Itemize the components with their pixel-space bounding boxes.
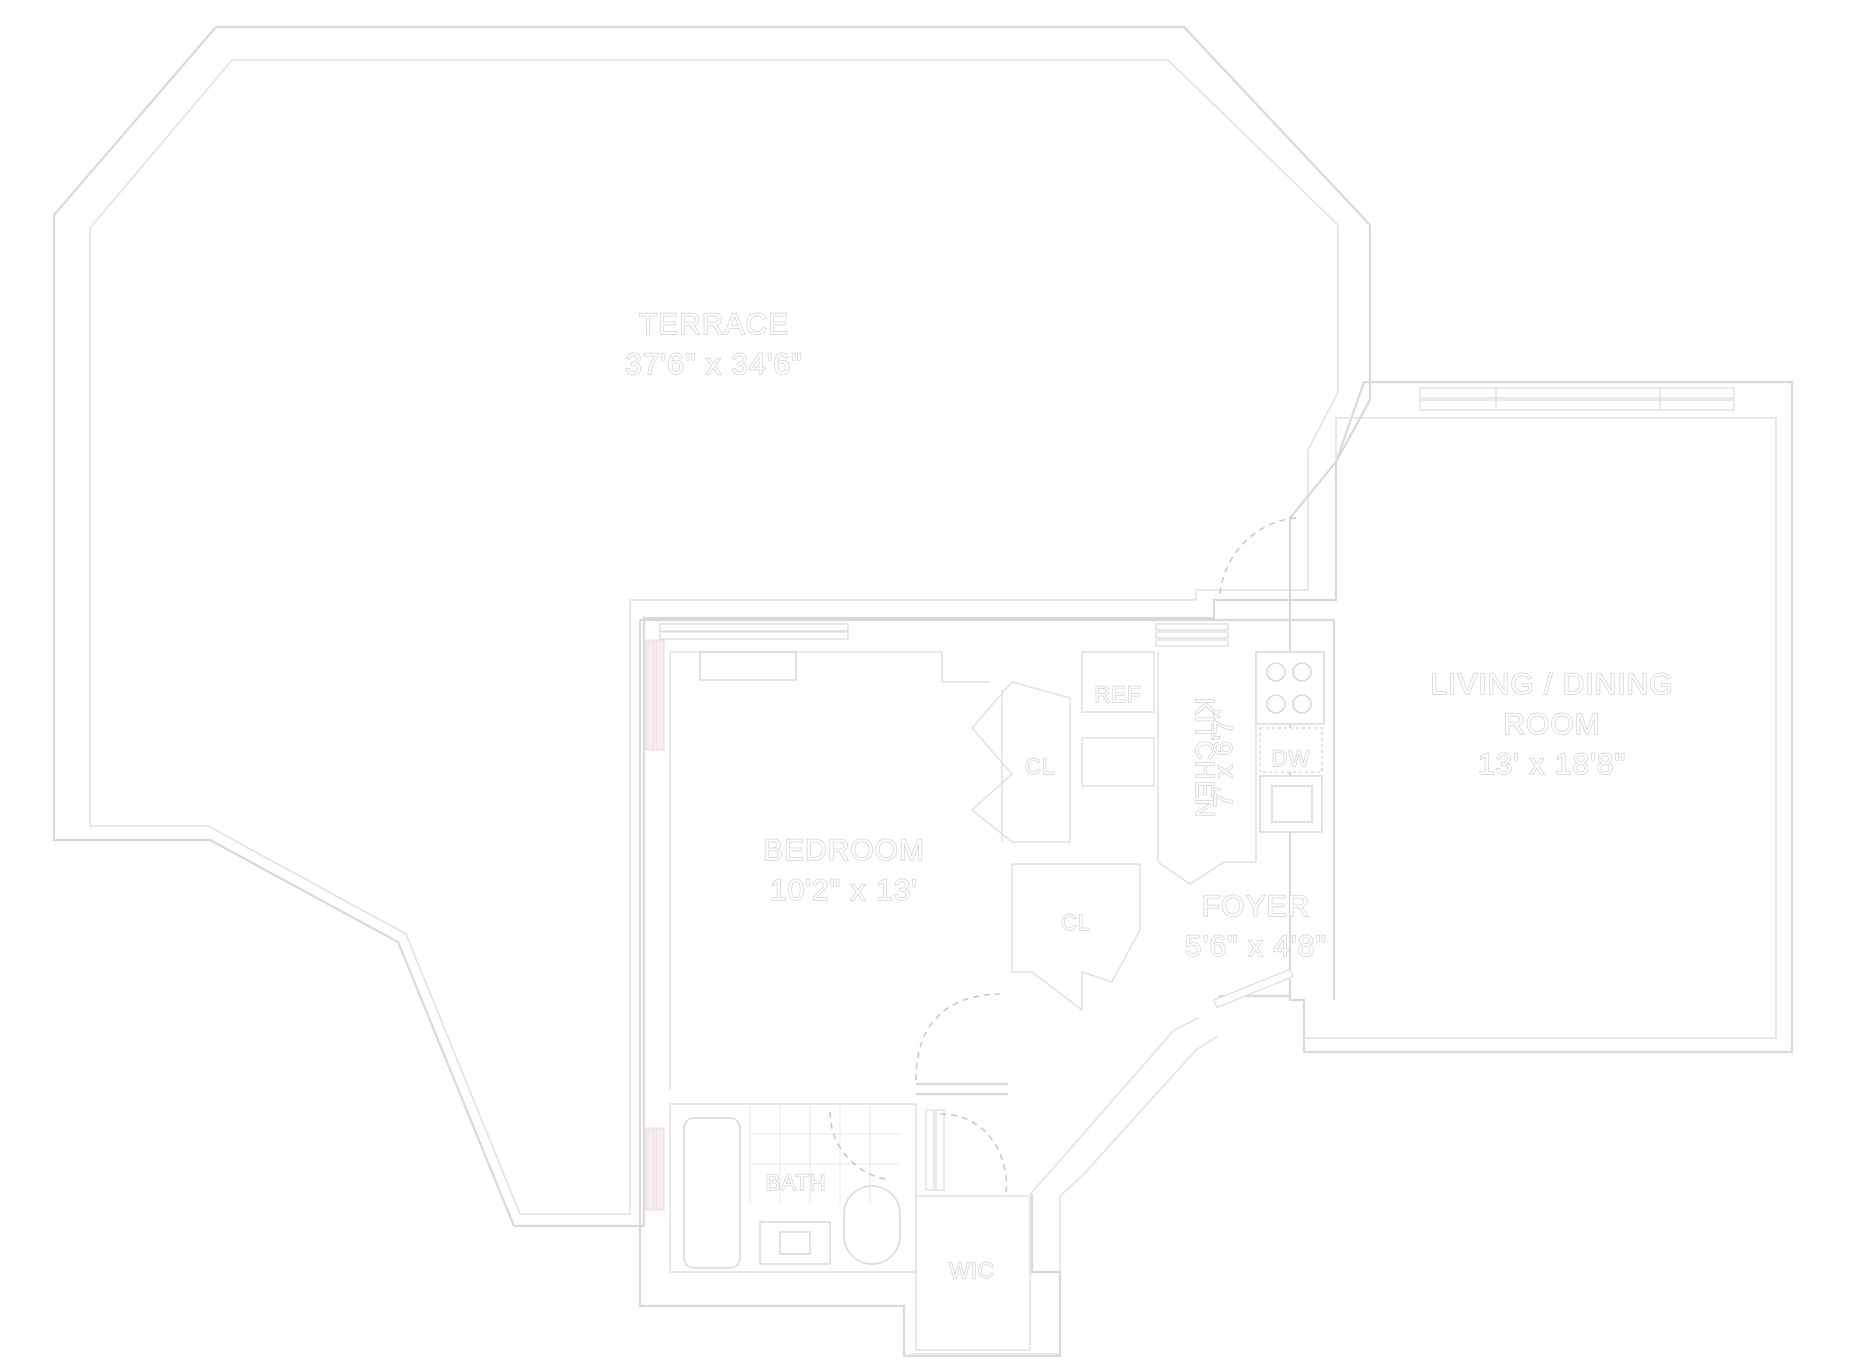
closet-1-label: CL (1025, 754, 1055, 779)
living-dining-label-line1: LIVING / DINING (1430, 668, 1673, 701)
closet-2-label: CL (1061, 910, 1091, 935)
bedroom-label: BEDROOM (763, 834, 925, 867)
living-room-outline (1219, 380, 1794, 1054)
terrace-outline (52, 25, 1372, 1228)
dishwasher-label: DW (1272, 746, 1311, 771)
living-dining-label-line2: ROOM (1503, 708, 1600, 741)
terrace-dimensions: 37'6" x 34'6" (625, 348, 803, 381)
closet-2-outline (1011, 863, 1141, 1012)
bath-label: BATH (765, 1170, 826, 1195)
bath-outline (645, 1103, 1008, 1273)
kitchen-outline (1081, 623, 1325, 885)
closet-1-outline (970, 681, 1071, 843)
terrace-label: TERRACE (639, 308, 789, 341)
refrigerator-label: REF (1095, 682, 1142, 707)
wic-label: WIC (949, 1258, 995, 1283)
foyer-dimensions: 5'6" x 4'8" (1185, 930, 1327, 963)
foyer-label: FOYER (1202, 890, 1310, 923)
kitchen-label: KITCHEN (1190, 697, 1220, 818)
kitchen-dimensions: 7' x 6'7" (1208, 709, 1238, 808)
living-dining-dimensions: 13' x 18'8" (1478, 748, 1626, 781)
wic-outline (638, 1106, 1062, 1358)
bedroom-dimensions: 10'2" x 13' (770, 874, 918, 907)
bedroom-outline (638, 618, 1336, 1106)
foyer-walls (910, 968, 1294, 1355)
